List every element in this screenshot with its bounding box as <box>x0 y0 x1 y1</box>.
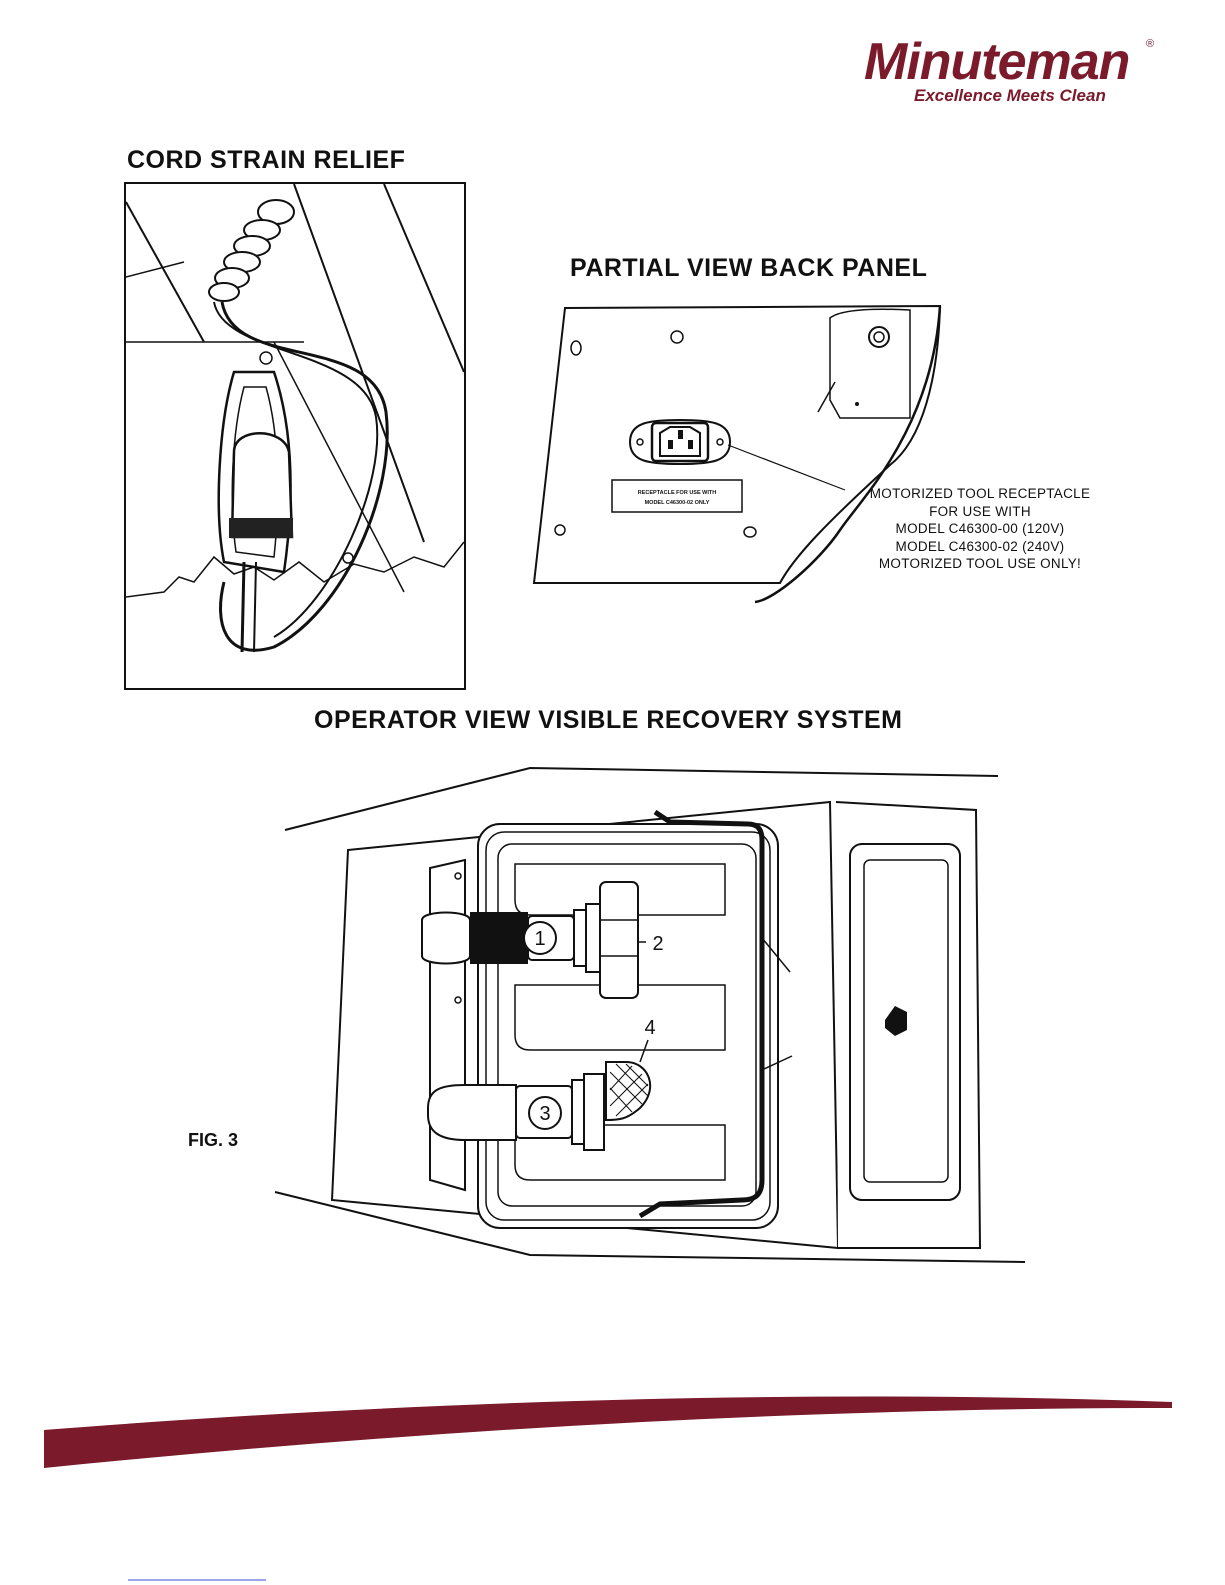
svg-text:RECEPTACLE FOR USE WITH: RECEPTACLE FOR USE WITH <box>638 490 716 496</box>
brand-name: Minuteman <box>864 36 1129 88</box>
figure-label: FIG. 3 <box>188 1130 238 1151</box>
callout-1-label: 1 <box>534 928 545 950</box>
cord-strain-relief-title: CORD STRAIN RELIEF <box>127 146 405 175</box>
callout-4-label: 4 <box>644 1017 655 1039</box>
receptacle-callout: MOTORIZED TOOL RECEPTACLE FOR USE WITH M… <box>840 485 1120 573</box>
callout-2-label: 2 <box>652 933 663 955</box>
callout-line: MOTORIZED TOOL RECEPTACLE <box>840 485 1120 503</box>
recovery-system-illustration: 1 2 3 4 <box>270 760 1030 1270</box>
registered-mark: ® <box>1146 38 1154 50</box>
brand-tagline: Excellence Meets Clean <box>914 86 1106 106</box>
svg-text:MODEL C46300-02 ONLY: MODEL C46300-02 ONLY <box>645 500 710 506</box>
callout-3-label: 3 <box>539 1103 550 1125</box>
callout-line: MODEL C46300-00 (120V) <box>840 520 1120 538</box>
callout-line: FOR USE WITH <box>840 503 1120 521</box>
back-panel-title: PARTIAL VIEW BACK PANEL <box>570 254 927 283</box>
bottom-link-underline <box>128 1578 268 1582</box>
footer-swoosh <box>0 1380 1225 1490</box>
callout-line: MOTORIZED TOOL USE ONLY! <box>840 555 1120 573</box>
callout-line: MODEL C46300-02 (240V) <box>840 538 1120 556</box>
cord-strain-relief-illustration <box>124 182 466 690</box>
brand-logo: Minuteman ® Excellence Meets Clean <box>864 36 1164 106</box>
recovery-system-title: OPERATOR VIEW VISIBLE RECOVERY SYSTEM <box>314 706 903 735</box>
